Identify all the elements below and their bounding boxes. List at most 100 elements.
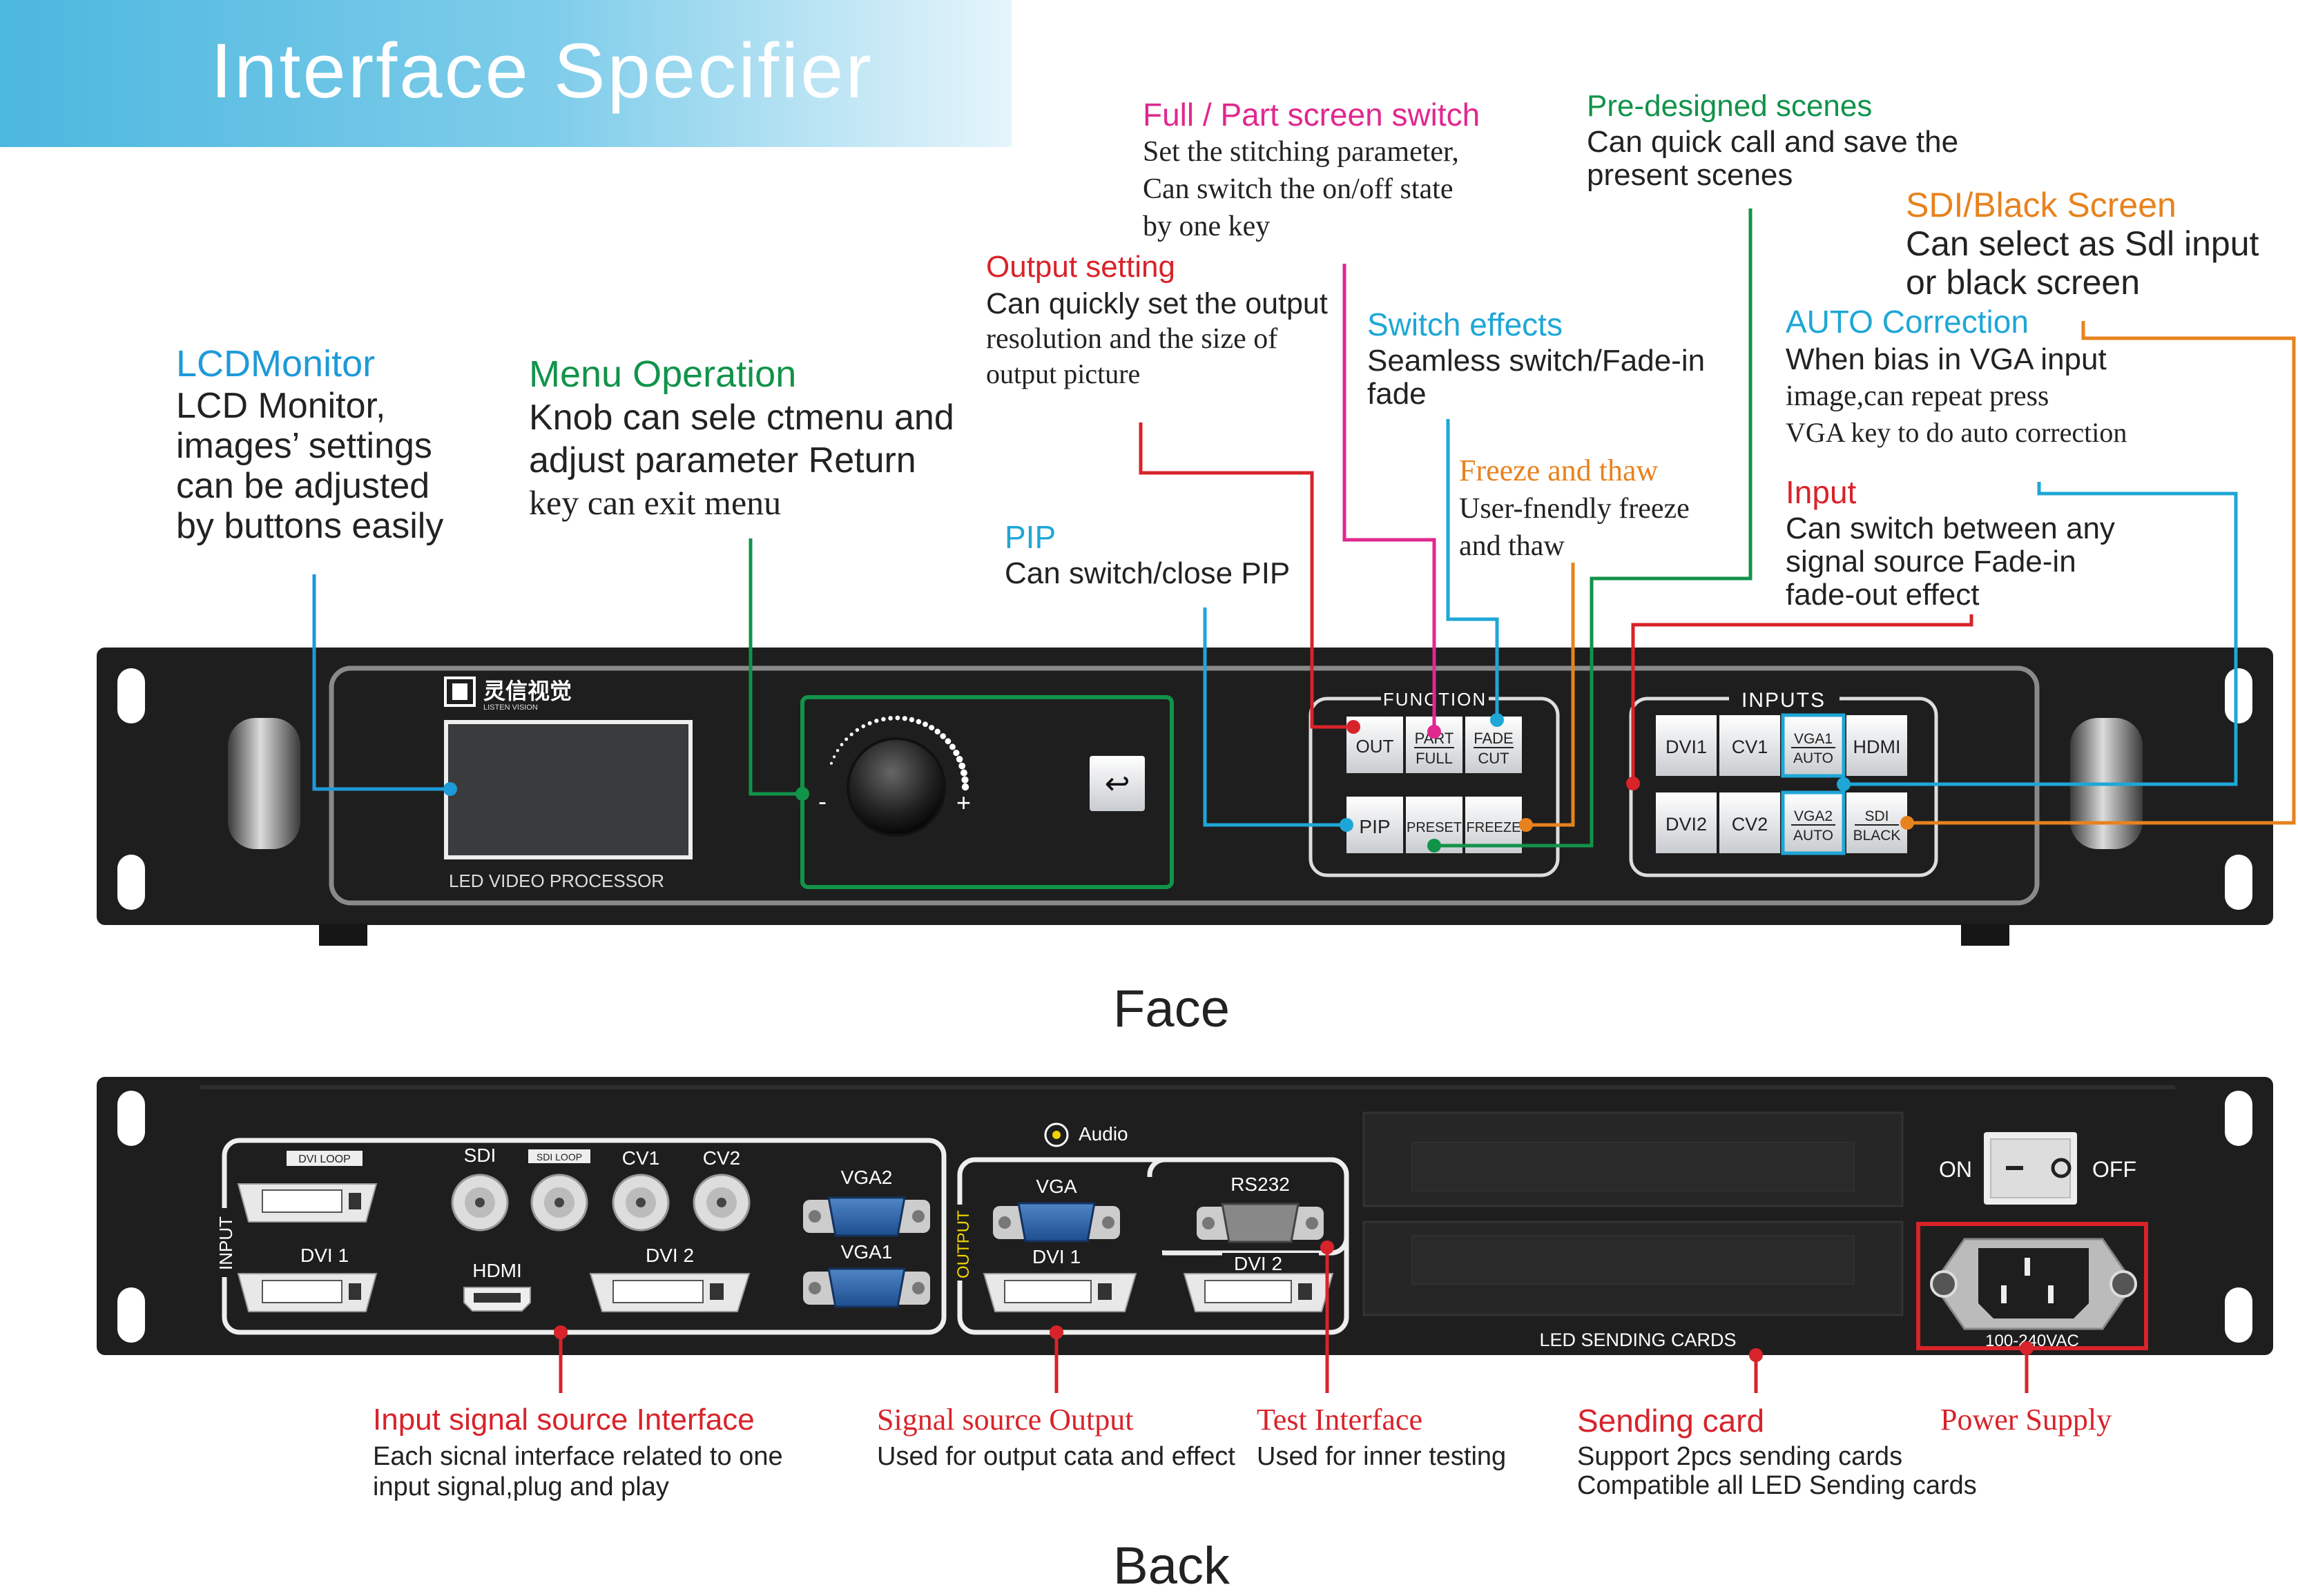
annotation-input-signal: Input signal source Interface Each sicna…	[373, 1405, 783, 1501]
vga2-auto-button[interactable]	[1781, 790, 1846, 855]
annotation-line: adjust parameter Return	[529, 440, 916, 480]
menu-knob[interactable]	[847, 737, 946, 837]
annotation-line: Compatible all LED Sending cards	[1577, 1471, 1977, 1500]
dvi1-button[interactable]	[1656, 715, 1717, 776]
annotation-line: image,can repeat press	[1786, 380, 2049, 412]
vga1-auto-button[interactable]	[1781, 713, 1846, 778]
output-group-label: OUTPUT	[954, 1210, 973, 1278]
rs232-port	[1197, 1203, 1324, 1243]
annotation-line: Can quickly set the output	[986, 287, 1328, 320]
annotation-line: LCD Monitor,	[176, 386, 386, 426]
full-button-label: FULL	[1416, 750, 1453, 767]
annotation-title: PIP	[1005, 519, 1056, 555]
cv2-button[interactable]	[1719, 792, 1780, 853]
annotation-title: Switch effects	[1367, 306, 1563, 342]
annotation-line: Knob can sele ctmenu and	[529, 398, 954, 438]
annotation-title: Menu Operation	[529, 353, 797, 395]
auto-button-label: AUTO	[1793, 750, 1833, 766]
annotation-line: images’ settings	[176, 426, 432, 466]
annotation-auto-correction: AUTO Correction When bias in VGA input i…	[1786, 306, 2127, 447]
annotation-lcd-monitor: LCDMonitor LCD Monitor, images’ settings…	[176, 345, 443, 544]
knob-scale-dot	[830, 761, 833, 765]
rack-slot	[117, 1091, 145, 1146]
vga1-port	[803, 1267, 930, 1308]
page-title: Interface Specifier	[211, 28, 873, 114]
vga-out-label: VGA	[1036, 1176, 1076, 1197]
knob-scale-dot	[844, 737, 849, 741]
pip-button[interactable]	[1346, 797, 1403, 853]
annotation-menu-operation: Menu Operation Knob can sele ctmenu and …	[529, 356, 954, 520]
annotation-line: resolution and the size of	[986, 323, 1278, 355]
annotation-title: Power Supply	[1940, 1403, 2112, 1437]
back-leader-dots	[554, 1240, 2034, 1362]
knob-scale-dot	[861, 724, 866, 728]
sending-cards-label: LED SENDING CARDS	[1539, 1330, 1736, 1350]
annotation-line: Used for inner testing	[1257, 1442, 1507, 1471]
hdmi-button[interactable]	[1846, 715, 1907, 776]
fade-cut-button[interactable]	[1465, 717, 1522, 773]
dvi2-in-port	[589, 1273, 751, 1312]
knob-scale-dot	[881, 717, 886, 722]
annotation-line: VGA key to do auto correction	[1786, 417, 2127, 448]
front-leader-dots	[443, 713, 1914, 853]
annotation-title: Signal source Output	[877, 1403, 1134, 1437]
knob-scale-dot	[929, 725, 935, 731]
dvi-loop-port	[237, 1183, 378, 1223]
cv1-label: CV1	[622, 1147, 659, 1169]
cv2-button-label: CV2	[1732, 814, 1768, 835]
front-panel: 灵信视觉 LISTEN VISION LED VIDEO PROCESSOR -…	[97, 648, 2273, 946]
bnc-ports	[451, 1174, 751, 1232]
annotation-title: Pre-designed scenes	[1587, 89, 1873, 123]
vga2-button-label: VGA2	[1794, 808, 1833, 824]
rack-slot	[2225, 1091, 2252, 1146]
rack-slot	[117, 855, 145, 910]
preset-button-label: PRESET	[1407, 820, 1462, 835]
freeze-button[interactable]	[1465, 797, 1522, 853]
left-handle	[228, 718, 300, 849]
annotation-line: Used for output cata and effect	[877, 1442, 1235, 1471]
knob-scale-dot	[888, 716, 893, 721]
section-title-back: Back	[1113, 1537, 1230, 1595]
out-button-label: OUT	[1356, 736, 1394, 757]
fade-button-label: FADE	[1474, 730, 1513, 747]
knob-scale-dot	[909, 717, 915, 723]
sending-card-slots	[1362, 1111, 1904, 1316]
dvi1-out-port	[983, 1273, 1137, 1312]
annotation-sdi-black: SDI/Black Screen Can select as Sdl input…	[1906, 188, 2259, 300]
annotation-sending-card: Sending card Support 2pcs sending cards …	[1577, 1405, 1977, 1499]
header-banner	[0, 0, 1012, 147]
sdi-label: SDI	[464, 1145, 496, 1166]
dvi2-button-label: DVI2	[1665, 814, 1707, 835]
cut-button-label: CUT	[1478, 750, 1509, 767]
vga2-label: VGA2	[841, 1167, 893, 1188]
knob-scale-dot	[855, 728, 860, 732]
annotation-title: LCDMonitor	[176, 343, 376, 385]
vga1-button-label: VGA1	[1794, 731, 1833, 747]
annotation-line: or black screen	[1906, 263, 2141, 302]
knob-scale-dot	[895, 715, 900, 721]
dvi1-out-label: DVI 1	[1032, 1246, 1081, 1267]
annotation-line: fade	[1367, 377, 1427, 411]
dvi1-in-label: DVI 1	[300, 1245, 349, 1266]
annotation-line: Each sicnal interface related to one	[373, 1442, 783, 1471]
knob-scale	[830, 715, 969, 791]
annotation-line: output picture	[986, 358, 1141, 389]
front-leader-lines	[312, 208, 2296, 848]
cv1-button[interactable]	[1719, 715, 1780, 776]
return-button[interactable]	[1090, 756, 1145, 811]
annotation-line: input signal,plug and play	[373, 1472, 669, 1501]
knob-scale-dot	[961, 776, 969, 784]
dvi2-button[interactable]	[1656, 792, 1717, 853]
knob-scale-dot	[958, 762, 966, 770]
sdi-black-button[interactable]	[1846, 792, 1907, 853]
annotation-line: When bias in VGA input	[1786, 342, 2107, 376]
annotation-output-setting: Output setting Can quickly set the outpu…	[986, 252, 1328, 388]
annotation-line: Support 2pcs sending cards	[1577, 1442, 1903, 1471]
knob-scale-dot	[945, 738, 952, 745]
power-socket	[1930, 1238, 2137, 1330]
knob-minus: -	[818, 787, 827, 815]
rs232-label: RS232	[1230, 1174, 1290, 1195]
knob-scale-dot	[923, 721, 928, 728]
annotation-line: signal source Fade-in	[1786, 545, 2076, 578]
